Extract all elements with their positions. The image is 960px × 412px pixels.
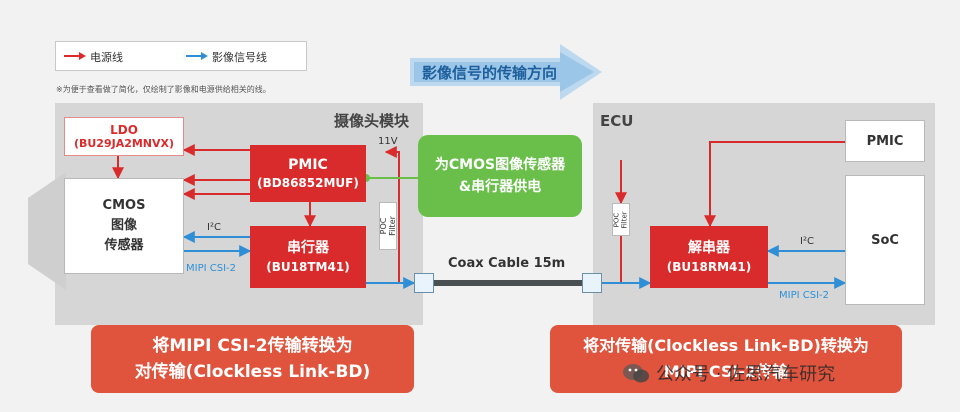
power-callout-line2: &串行器供电 [458, 179, 542, 195]
cmos-line1: CMOS [102, 198, 146, 213]
voltage-label: 11V [378, 136, 398, 147]
banner-right-line1: 将对传输(Clockless Link-BD)转换为 [583, 336, 869, 355]
coax-cable-label: Coax Cable 15m [448, 256, 566, 271]
deserializer-name: 解串器 [688, 240, 730, 256]
banner-left-line2: 对传输(Clockless Link-BD) [134, 362, 371, 382]
direction-label: 影像信号的传输方向 [422, 64, 558, 82]
ecu-poc-filter-text: POC Filter [613, 211, 629, 228]
camera-poc-line1: POC [379, 217, 388, 235]
direction-arrow-icon [410, 44, 602, 100]
wechat-icon [623, 364, 649, 383]
deserializer-part: (BU18RM41) [666, 260, 752, 274]
ecu-pmic-box: PMIC [845, 120, 925, 162]
banner-right-line2: MIPI CSI-2传输 [663, 362, 789, 381]
watermark-text: 公众号 · 佐思汽车研究 [656, 364, 836, 385]
ldo-name: LDO [110, 122, 138, 137]
ecu-pmic-to-deserializer-power-line [704, 141, 845, 228]
power-line-legend-label: 电源线 [90, 51, 123, 64]
banner-left: 将MIPI CSI-2传输转换为 对传输(Clockless Link-BD) [91, 325, 414, 393]
camera-pmic-name: PMIC [288, 156, 328, 173]
ecu-poc-filter-box: POC Filter [612, 203, 630, 236]
deserializer-box: 解串器 (BU18RM41) [650, 226, 768, 288]
cmos-line2: 图像 [110, 218, 137, 233]
serializer-part: (BU18TM41) [266, 260, 350, 274]
video-line-legend-label: 影像信号线 [212, 51, 267, 64]
camera-pmic-box: PMIC (BD86852MUF) [250, 145, 366, 202]
cmos-sensor-box: CMOS 图像 传感器 [64, 178, 184, 274]
serializer-box: 串行器 (BU18TM41) [250, 226, 366, 288]
power-callout-line1: 为CMOS图像传感器 [434, 157, 566, 173]
camera-i2c-label: I²C [207, 222, 221, 233]
banner-left-line1: 将MIPI CSI-2传输转换为 [152, 336, 353, 356]
power-callout: 为CMOS图像传感器 &串行器供电 [418, 135, 582, 217]
camera-poc-filter-box: POC Filter [379, 202, 397, 250]
poc-to-pmic-power-line [384, 146, 400, 282]
ldo-box: LDO (BU29JA2MNVX) [64, 117, 184, 156]
ecu-title: ECU [600, 112, 634, 130]
ecu-poc-line2: Filter [621, 210, 629, 229]
ecu-coax-connector [582, 273, 602, 293]
ecu-pmic-name: PMIC [866, 133, 904, 149]
ldo-part: (BU29JA2MNVX) [73, 136, 175, 150]
soc-box: SoC [845, 175, 925, 305]
banner-right: 将对传输(Clockless Link-BD)转换为 MIPI CSI-2传输 [550, 325, 902, 393]
power-line-legend-icon [64, 52, 86, 60]
legend-note: ※为便于查看做了简化，仅绘制了影像和电源供给相关的线。 [56, 85, 271, 94]
ecu-mipi-label: MIPI CSI-2 [779, 290, 829, 301]
camera-mipi-label: MIPI CSI-2 [186, 263, 236, 274]
cmos-line3: 传感器 [104, 238, 144, 253]
video-line-legend-icon [186, 52, 208, 60]
camera-module-title: 摄像头模块 [334, 112, 410, 130]
watermark: 公众号 · 佐思汽车研究 [622, 356, 835, 390]
camera-pmic-part: (BD86852MUF) [257, 175, 359, 190]
camera-poc-filter-text: POC Filter [379, 216, 397, 236]
soc-name: SoC [871, 232, 899, 248]
legend: 电源线 影像信号线 [55, 41, 307, 71]
serializer-name: 串行器 [287, 240, 329, 256]
lens-shape [28, 172, 66, 290]
camera-coax-connector [414, 273, 434, 293]
camera-poc-line2: Filter [388, 216, 397, 236]
ecu-i2c-label: I²C [800, 236, 814, 247]
